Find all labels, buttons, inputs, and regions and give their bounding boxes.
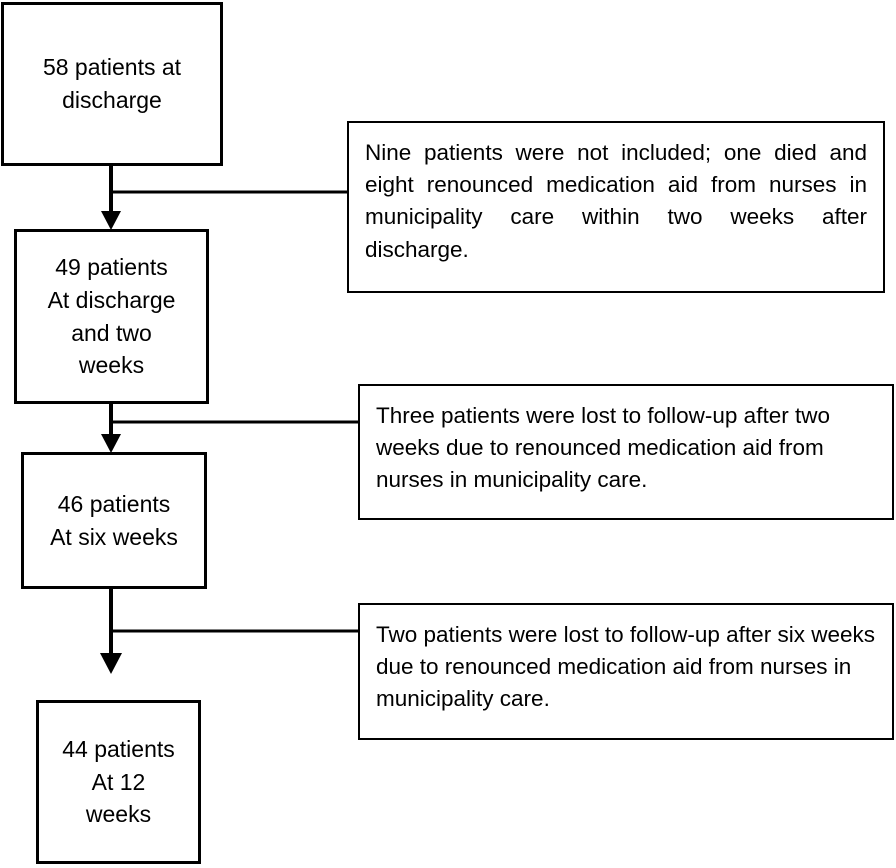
node-box-two-weeks: 49 patients At discharge and two weeks: [14, 229, 209, 404]
note-label: Nine patients were not included; one die…: [365, 140, 867, 262]
arrowhead-2: [101, 434, 121, 453]
note-box-lost-six-weeks: Two patients were lost to follow-up afte…: [358, 603, 894, 740]
node-label: 49 patients At discharge and two weeks: [47, 254, 176, 379]
node-label: 46 patients At six weeks: [50, 490, 178, 550]
arrowhead-3: [100, 653, 122, 674]
node-box-twelve-weeks: 44 patients At 12 weeks: [36, 700, 201, 864]
note-label: Three patients were lost to follow-up af…: [376, 403, 830, 493]
node-box-discharge: 58 patients at discharge: [1, 2, 223, 166]
node-box-six-weeks: 46 patients At six weeks: [21, 452, 207, 589]
node-label: 58 patients at discharge: [42, 54, 182, 113]
node-label: 44 patients At 12 weeks: [62, 736, 175, 828]
note-label: Two patients were lost to follow-up afte…: [376, 622, 875, 712]
note-box-exclusions-discharge: Nine patients were not included; one die…: [347, 121, 885, 293]
note-box-lost-two-weeks: Three patients were lost to follow-up af…: [358, 384, 894, 520]
arrowhead-1: [101, 211, 121, 230]
